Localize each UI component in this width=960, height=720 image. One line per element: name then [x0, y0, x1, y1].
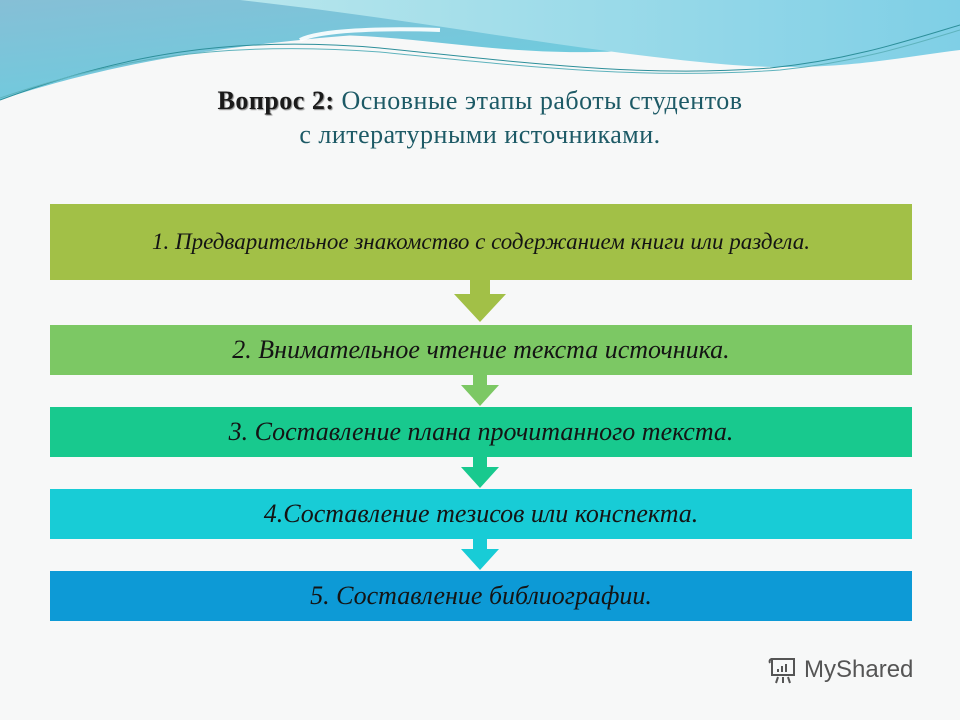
presentation-board-icon — [768, 658, 795, 684]
step-4: 4.Составление тезисов или конспекта. — [50, 489, 912, 539]
step-5-text: 5. Составление библиографии. — [310, 581, 652, 610]
step-2: 2. Внимательное чтение текста источника. — [50, 325, 912, 375]
step-5: 5. Составление библиографии. — [50, 571, 912, 621]
question-label: Вопрос 2: — [217, 86, 335, 115]
step-2-text: 2. Внимательное чтение текста источника. — [232, 335, 730, 364]
myshared-watermark: MyShared — [768, 655, 913, 685]
slide-title: Вопрос 2: Основные этапы работы студенто… — [0, 84, 960, 152]
title-line-1: Основные этапы работы студентов — [334, 86, 743, 115]
step-3-text: 3. Составление плана прочитанного текста… — [228, 417, 734, 446]
watermark-label: MyShared — [804, 656, 914, 683]
title-line-2: с литературными источниками. — [299, 120, 661, 149]
arrow-down-icon — [461, 375, 499, 406]
arrow-down-icon — [461, 539, 499, 570]
step-1: 1. Предварительное знакомство с содержан… — [50, 204, 912, 280]
step-1-text: 1. Предварительное знакомство с содержан… — [152, 229, 810, 254]
arrow-down-icon — [454, 280, 506, 322]
step-4-text: 4.Составление тезисов или конспекта. — [263, 499, 699, 528]
step-3: 3. Составление плана прочитанного текста… — [50, 407, 912, 457]
arrow-down-icon — [461, 457, 499, 488]
